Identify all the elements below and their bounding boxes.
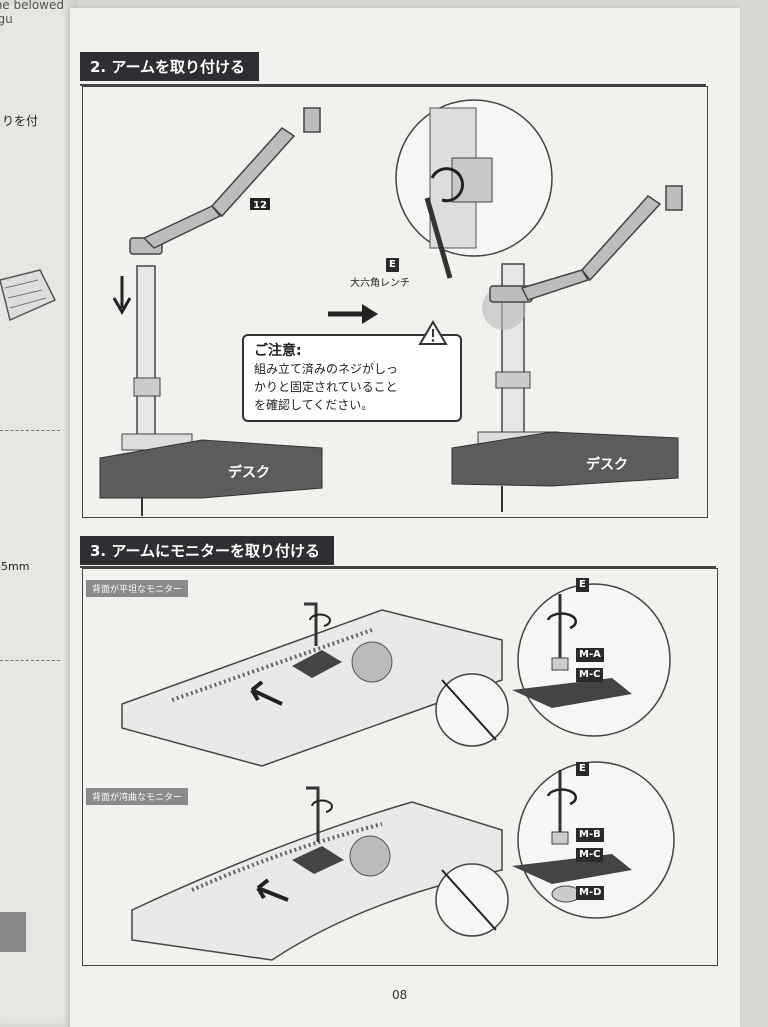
flat-monitor [121, 609, 503, 767]
part-12-label: 12 [253, 200, 267, 211]
part-mc-badge-flat: M-C [576, 668, 604, 682]
hex-wrench-icon [424, 197, 453, 279]
part-mb-badge: M-B [576, 828, 604, 842]
desk-right-label: デスク [586, 457, 628, 473]
arm-installation-illustration: 12 [99, 99, 683, 516]
caution-box: ご注意: 組み立て済みのネジがしっ かりと固定されていること を確認してください… [242, 334, 462, 422]
down-arrow-icon [112, 276, 132, 316]
section2-rule [80, 84, 706, 86]
part-md-badge: M-D [576, 886, 605, 900]
part-ma-badge: M-A [576, 648, 604, 662]
section2-title: 2. アームを取り付ける [80, 52, 260, 81]
warning-icon [418, 320, 448, 345]
flat-monitor-label: 背面が平坦なモニター [86, 580, 189, 597]
caution-line: 組み立て済みのネジがしっ [254, 362, 399, 376]
arm-left [129, 107, 321, 255]
page-number: 08 [392, 988, 408, 1002]
pole-left [136, 265, 156, 437]
zoom-joint [451, 157, 493, 203]
rotate-arrow-icon [430, 167, 465, 203]
part-e-badge: E [386, 258, 399, 272]
desk-left-label: デスク [228, 465, 270, 481]
arm-right [489, 185, 683, 303]
vesa-plate-curved [292, 846, 344, 874]
top-text: the belowed figu [0, 0, 64, 26]
monitor-mount-illustration [121, 583, 675, 961]
part-e-badge-curved: E [576, 762, 589, 776]
section2-frame [82, 86, 708, 518]
pole-clamp-left [133, 377, 161, 397]
part-mc-badge-curved: M-C [576, 848, 604, 862]
left-page: the belowed figu りを付 85mm [0, 0, 78, 1027]
section3-rule [80, 566, 716, 568]
left-page-block [0, 912, 26, 952]
manual-page: 2. アームを取り付ける 12 [70, 8, 740, 1027]
desk-right [451, 431, 679, 487]
left-page-text: りを付 [2, 114, 39, 128]
caution-line: を確認してください。 [254, 398, 374, 412]
caution-line: かりと固定されていること [254, 380, 398, 394]
part-e-badge-flat: E [576, 578, 589, 592]
curved-monitor [131, 801, 503, 961]
arrow-icon [250, 680, 283, 706]
left-page-illustration [0, 269, 57, 322]
dashed-line [0, 660, 60, 661]
curved-monitor-label: 背面が湾曲なモニター [86, 788, 189, 805]
vesa-plate-flat [292, 650, 342, 678]
wrench-label: 大六角レンチ [350, 278, 410, 289]
dashed-line [0, 430, 60, 431]
caution-title: ご注意: [254, 343, 302, 359]
hex-key-icon [304, 602, 318, 646]
section3-title: 3. アームにモニターを取り付ける [80, 536, 335, 565]
desk-left [99, 439, 323, 499]
left-page-dimension: 85mm [0, 560, 30, 573]
section3-frame [82, 568, 718, 966]
part-12-badge [250, 198, 270, 210]
